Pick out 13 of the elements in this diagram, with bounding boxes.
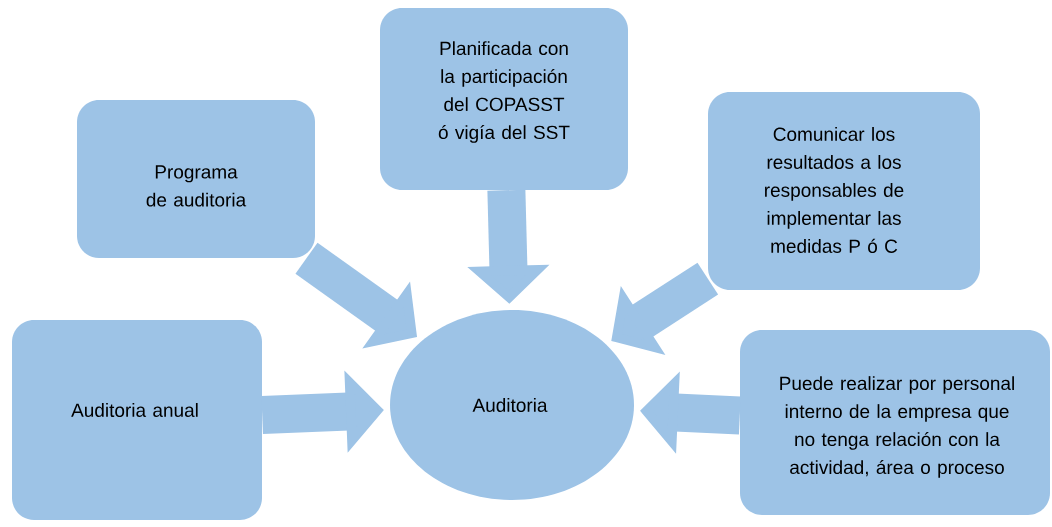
- process-box: [740, 330, 1050, 515]
- process-box: [77, 100, 315, 258]
- ellipse-label: Auditoria: [472, 398, 548, 412]
- process-box: [708, 92, 980, 290]
- process-ellipse: [390, 310, 634, 500]
- process-box: [12, 320, 262, 520]
- box-label: Planificada con la participación del COPASST ó vigía del SST: [438, 41, 570, 143]
- box-label: Auditoria anual: [71, 403, 198, 417]
- block-arrow: [611, 262, 719, 355]
- box-label: Comunicar los resultados a los responsables de implementar las medidas P ó C: [765, 127, 904, 253]
- box-label: Programa de auditoria: [146, 165, 247, 207]
- process-box: [380, 8, 628, 190]
- box-label: Puede realizar por personal interno de la empresa que no tenga relación con la actividad, área o proceso: [780, 376, 1014, 478]
